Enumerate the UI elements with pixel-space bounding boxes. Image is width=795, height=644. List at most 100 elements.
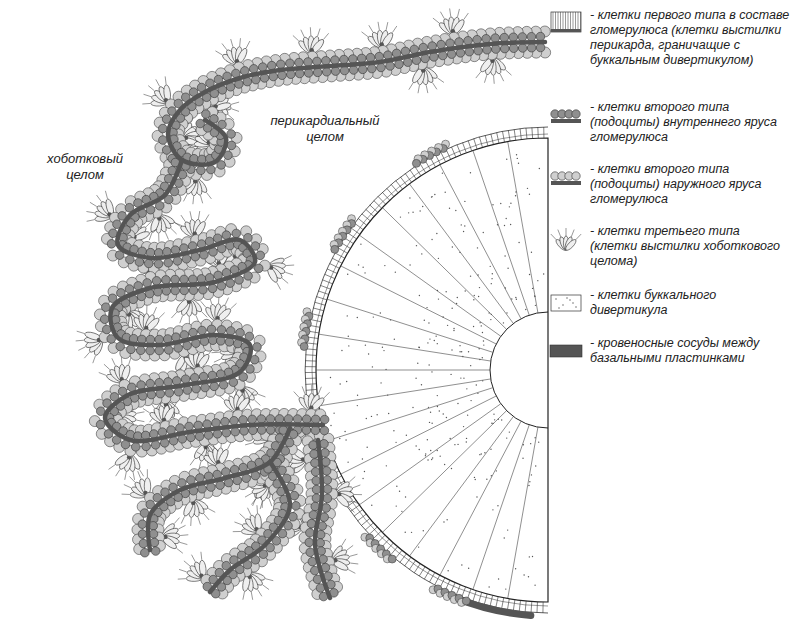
podocyte: [311, 415, 320, 424]
inner-podocytes: [96, 32, 545, 601]
podocyte: [304, 58, 313, 67]
cilium: [138, 471, 141, 478]
cilium: [464, 13, 469, 20]
cilium: [245, 443, 253, 445]
podocyte: [171, 275, 180, 284]
cilium: [90, 202, 97, 206]
column-cell: [525, 601, 526, 612]
cilium: [179, 569, 187, 572]
cell-dot: [439, 455, 440, 456]
cilium: [112, 358, 115, 365]
cell-dot: [406, 435, 407, 436]
podocyte: [257, 415, 266, 424]
podocyte: [100, 315, 109, 324]
cilium: [181, 516, 184, 523]
cell-dot: [497, 224, 498, 225]
cell-boundary: [440, 165, 521, 319]
cell-dot: [470, 172, 471, 173]
cell-dot: [339, 438, 340, 439]
cell-dot: [457, 297, 458, 298]
cell-dot: [491, 278, 492, 279]
cell-dot: [478, 296, 479, 297]
cell-boundary: [341, 266, 496, 344]
podocyte: [189, 286, 198, 295]
cell-dot: [386, 465, 387, 466]
cell-dot: [534, 584, 535, 585]
cilium: [231, 39, 233, 47]
cell-dot: [380, 312, 381, 313]
cell-dot: [527, 188, 528, 189]
cilium: [165, 232, 168, 239]
cell-dot: [348, 345, 349, 346]
cell-dot: [531, 474, 532, 475]
cell-dot: [371, 504, 372, 505]
cell-dot: [492, 509, 493, 510]
cell-dot: [416, 245, 417, 246]
cilium: [183, 194, 187, 201]
cell-boundary: [440, 421, 521, 575]
cell-dot: [473, 299, 474, 300]
cell-dot: [388, 413, 389, 414]
cilium: [282, 278, 288, 283]
cell-dot: [405, 532, 406, 533]
column-cell: [490, 595, 493, 606]
cell-dot: [534, 295, 535, 296]
cell-dot: [434, 340, 435, 341]
cell-dot: [509, 431, 510, 432]
cilium: [277, 283, 281, 290]
cilium: [350, 554, 358, 556]
cilium: [129, 357, 131, 365]
cell-dot: [446, 519, 447, 520]
cilium: [225, 298, 228, 305]
cell-dot: [491, 283, 492, 284]
cell-dot: [504, 537, 505, 538]
podocyte: [207, 325, 216, 334]
column-cell: [473, 591, 476, 601]
cell-dot: [408, 212, 409, 213]
podocyte: [462, 597, 470, 605]
cilium: [302, 386, 305, 393]
cell-dot: [431, 423, 432, 424]
cilium: [433, 18, 439, 23]
cell-boundary: [508, 142, 538, 313]
cell-boundary: [409, 184, 513, 324]
cilium: [318, 387, 321, 394]
podocyte: [248, 415, 257, 424]
cell-dot: [459, 351, 460, 352]
cilium: [144, 94, 152, 96]
cell-dot: [431, 239, 432, 240]
cell-dot: [445, 291, 446, 292]
cilium: [342, 539, 346, 546]
cilium: [99, 373, 106, 376]
cilium: [158, 234, 159, 242]
podocyte: [500, 33, 509, 42]
cilium: [174, 222, 181, 227]
cilium: [84, 352, 89, 358]
cell-dot: [464, 225, 465, 226]
cilium: [231, 109, 239, 112]
cell-dot: [427, 439, 428, 440]
cilium: [93, 356, 96, 364]
podocyte: [146, 346, 155, 355]
cilium: [251, 592, 252, 600]
podocyte: [368, 64, 377, 73]
podocyte: [300, 343, 308, 351]
cell-dot: [509, 206, 510, 207]
cell-dot: [411, 532, 412, 533]
cell-dot: [538, 441, 539, 442]
cell-dot: [466, 441, 467, 442]
cell-dot: [483, 232, 484, 233]
cilium: [240, 514, 246, 519]
cell-dot: [432, 457, 433, 458]
column-cell: [507, 599, 509, 610]
podocyte: [340, 55, 349, 64]
column-cell: [456, 585, 460, 595]
cilium: [190, 518, 191, 526]
cell-dot: [464, 201, 465, 202]
cilium: [260, 501, 262, 509]
cilium: [251, 498, 256, 504]
cell-dot: [345, 439, 346, 440]
cilium: [450, 8, 451, 16]
cell-dot: [465, 290, 466, 291]
cell-dot: [451, 308, 452, 309]
